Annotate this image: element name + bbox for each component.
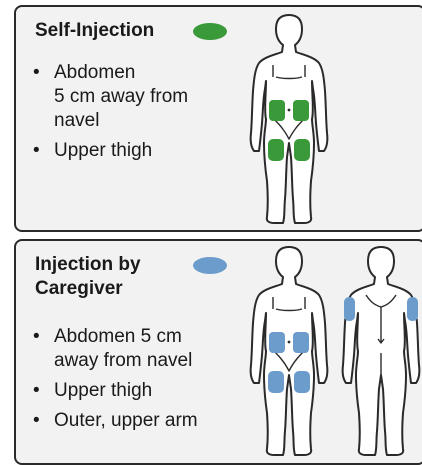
site-marker-abdomen-left [269,100,285,121]
site-item-upper-thigh: Upper thigh [29,139,188,163]
site-marker-thigh-left [268,371,284,393]
site-item-outer-upper-arm: Outer, upper arm [29,409,198,433]
site-label: Upper thigh [54,380,152,401]
site-marker-thigh-right [294,139,310,161]
site-item-abdomen: Abdomen 5 cm away from navel [29,61,188,133]
navel-marker [288,109,291,112]
site-item-abdomen: Abdomen 5 cm away from navel [29,325,198,373]
site-marker-abdomen-right [293,332,309,353]
site-marker-thigh-left [268,139,284,161]
site-label: Upper thigh [54,140,152,161]
self-injection-panel: Self-Injection Abdomen 5 cm away from na… [14,5,422,232]
caregiver-injection-site-list: Abdomen 5 cm away from navel Upper thigh… [29,325,198,439]
site-marker-arm-right [407,297,418,321]
site-marker-thigh-right [294,371,310,393]
site-marker-arm-left [344,297,355,321]
body-front-figure [244,243,334,459]
self-injection-site-list: Abdomen 5 cm away from navel Upper thigh [29,61,188,169]
site-label: Abdomen 5 cm away from navel [54,62,188,131]
site-item-upper-thigh: Upper thigh [29,379,198,403]
body-front-figure [244,11,334,227]
caregiver-injection-color-swatch [193,257,227,274]
site-label: Outer, upper arm [54,410,198,431]
site-marker-abdomen-right [293,100,309,121]
self-injection-title: Self-Injection [35,19,154,43]
caregiver-injection-panel: Injection by Caregiver Abdomen 5 cm away… [14,239,422,465]
site-label: Abdomen 5 cm away from navel [54,326,192,371]
self-injection-color-swatch [193,23,227,40]
body-back-figure [336,243,422,459]
caregiver-injection-title: Injection by Caregiver [35,253,141,301]
site-marker-abdomen-left [269,332,285,353]
navel-marker [288,341,291,344]
